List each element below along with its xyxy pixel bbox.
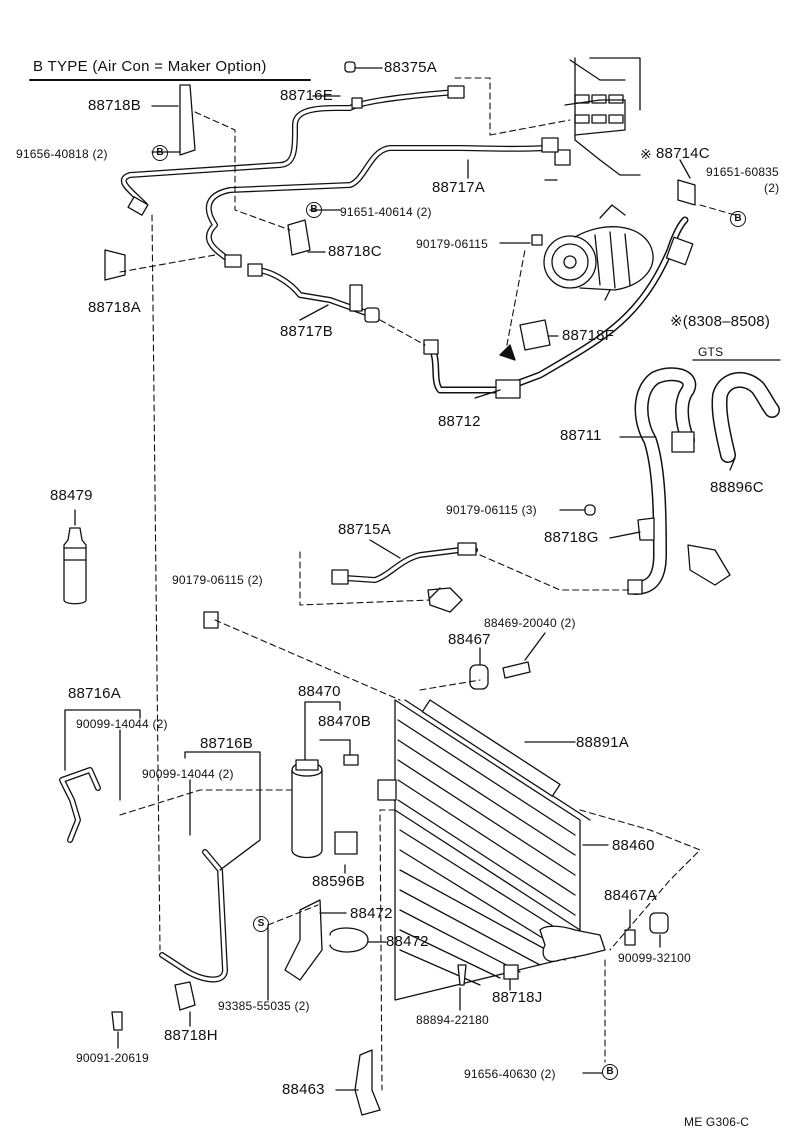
grommet-88467 — [469, 661, 531, 690]
compressor — [543, 204, 654, 301]
label-88467a: 88467A — [604, 887, 657, 904]
condenser-88460 — [377, 699, 606, 1001]
circle-s-marker: S — [253, 916, 269, 932]
circle-b-marker: B — [306, 202, 322, 218]
label-88718j: 88718J — [492, 989, 543, 1006]
bolt-90179-b — [584, 504, 596, 516]
label-88716b: 88716B — [200, 735, 253, 752]
label-88470: 88470 — [298, 683, 341, 700]
bracket-88472 — [284, 899, 369, 981]
dashed-lines — [119, 77, 736, 1091]
label-90099-32100: 90099-32100 — [618, 951, 691, 965]
bolt-90179-a — [531, 234, 543, 246]
hose-88716e — [120, 61, 465, 216]
label-90179-06115-a: 90179-06115 — [416, 237, 489, 251]
clamp-88718a — [104, 249, 126, 281]
label-88891a: 88891A — [576, 734, 629, 751]
engine-block-outline — [554, 57, 641, 176]
label-88470b: 88470B — [318, 713, 371, 730]
label-88894-22180: 88894-22180 — [416, 1013, 489, 1027]
label-88712: 88712 — [438, 413, 481, 430]
connector-tick — [429, 587, 441, 599]
label-88463: 88463 — [282, 1081, 325, 1098]
label-91651-40614: 91651-40614 (2) — [340, 205, 432, 219]
label-88714c: 88714C — [656, 145, 710, 162]
label-88469-20040: 88469-20040 (2) — [484, 616, 576, 630]
label-90099-14044-a: 90099-14044 (2) — [76, 717, 168, 731]
label-88472-no1: 88472 — [350, 905, 393, 922]
label-91651-60835-qty: (2) — [764, 181, 780, 195]
hose-88717a — [205, 137, 559, 268]
bottle-88479 — [63, 527, 87, 605]
label-88711: 88711 — [560, 427, 602, 444]
label-90099-14044-b: 90099-14044 (2) — [142, 767, 234, 781]
bracket-88463 — [354, 1049, 381, 1116]
label-88718g: 88718G — [544, 529, 599, 546]
label-88717a: 88717A — [432, 179, 485, 196]
clamp-88718h — [174, 981, 196, 1011]
marker-88714c: ※ — [640, 146, 652, 162]
hose-88717b — [247, 263, 380, 323]
label-88467: 88467 — [448, 631, 491, 648]
cushion-88467a — [624, 929, 636, 946]
label-93385-55035: 93385-55035 (2) — [218, 999, 310, 1013]
label-90179-06115-b: 90179-06115 (3) — [446, 503, 537, 517]
bolt-90091 — [111, 1011, 123, 1031]
clamp-88718b — [179, 84, 196, 156]
label-88718f: 88718F — [562, 327, 615, 344]
label-88896c: 88896C — [710, 479, 764, 496]
clamp-88718f — [519, 319, 551, 351]
clamp-88718c — [287, 219, 311, 256]
label-88715a: 88715A — [338, 521, 391, 538]
screw-88894 — [457, 964, 467, 986]
leader-lines — [64, 67, 736, 1091]
hose-88711 — [627, 367, 731, 595]
circle-b-marker: B — [602, 1064, 618, 1080]
bolt-90179-c — [203, 611, 219, 629]
hose-88712 — [423, 216, 694, 399]
label-90179-06115-c: 90179-06115 (2) — [172, 573, 263, 587]
label-90091-20619: 90091-20619 — [76, 1051, 149, 1065]
clamp-88718j — [503, 964, 519, 980]
hose-88715a — [331, 542, 478, 613]
label-91651-60835: 91651-60835 — [706, 165, 779, 179]
label-91656-40630: 91656-40630 (2) — [464, 1067, 556, 1081]
diagram-title: B TYPE (Air Con = Maker Option) — [33, 58, 267, 75]
label-88716e: 88716E — [280, 87, 333, 104]
label-88716a: 88716A — [68, 685, 121, 702]
label-date-range: ※(8308–8508) — [670, 313, 771, 330]
label-88718a: 88718A — [88, 299, 141, 316]
label-88717b: 88717B — [280, 323, 333, 340]
label-88460: 88460 — [612, 837, 655, 854]
label-88596b: 88596B — [312, 873, 365, 890]
sensor-arrow — [499, 344, 516, 361]
label-88375a: 88375A — [384, 59, 437, 76]
label-91656-40818: 91656-40818 (2) — [16, 147, 108, 161]
label-88479: 88479 — [50, 487, 93, 504]
pipe-88716b — [159, 849, 228, 983]
receiver-88470 — [291, 754, 359, 859]
pipe-88716a — [59, 767, 101, 843]
hose-88896c — [711, 372, 780, 463]
label-88472-no2: 88472 — [386, 933, 429, 950]
footer-code: ME G306-C — [684, 1115, 750, 1129]
clamp-88718g — [637, 517, 655, 541]
label-gts: GTS — [698, 345, 724, 359]
clamp-88714c — [677, 179, 696, 206]
circle-b-marker: B — [730, 211, 746, 227]
label-88718c: 88718C — [328, 243, 382, 260]
cushion-90099-32100 — [649, 912, 669, 934]
label-88718h: 88718H — [164, 1027, 218, 1044]
circle-b-marker: B — [152, 145, 168, 161]
label-88718b: 88718B — [88, 97, 141, 114]
